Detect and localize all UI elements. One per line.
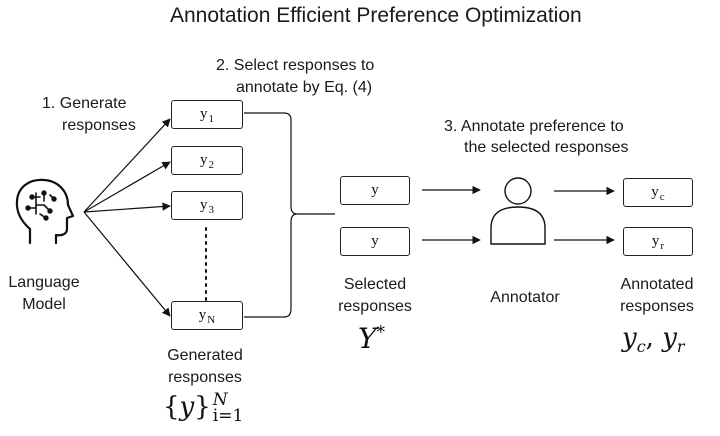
annotated-label-line2: responses [620,298,694,315]
model-label-line1: Language [8,274,80,291]
response-var: y [200,152,208,168]
model-label-line2: Model [22,296,66,313]
math-sup: N [212,390,228,410]
response-var: y [200,106,208,122]
response-var: y [200,197,208,213]
response-var: y [651,233,660,249]
step-3-label-line2: the selected responses [464,139,629,156]
math-sub: c [636,337,646,357]
math-sup: * [376,322,385,343]
selected-label-line2: responses [338,298,412,315]
math-brace: { [163,392,180,422]
response-var: y [198,307,207,323]
brain-head-icon [15,178,75,245]
selection-bracket [244,112,298,318]
generate-arrows [83,118,171,317]
diagram-title: Annotation Efficient Preference Optimiza… [170,4,582,27]
math-var: y [662,323,677,353]
step-1-label-line1: 1. Generate [42,95,127,112]
generated-label-line1: Generated [167,347,243,364]
arrow-to-y1 [83,118,171,213]
response-index: c [659,190,665,203]
response-index: 2 [208,158,215,171]
arrow-to-y2 [83,161,171,213]
response-index: N [207,313,216,326]
annotated-label-line1: Annotated [620,276,694,293]
step-2-label-line2: annotate by Eq. (4) [236,79,373,96]
math-brace: } [194,392,211,422]
response-var: y [651,184,659,200]
arrow-to-y3 [83,202,171,213]
response-index: 3 [208,203,215,216]
selected-set-notation: Y* [358,322,385,355]
annotated-pair-notation: yc, yr [622,323,685,356]
math-var: y [179,392,195,422]
arrow-to-yN [83,211,171,317]
generated-label-line2: responses [168,369,242,386]
math-sub: i=1 [212,406,244,426]
selected-label-line1: Selected [343,276,407,293]
math-var: Y [358,322,377,355]
selected-response-box: y [340,176,410,205]
step-2-label-line1: 2. Select responses to [216,57,375,74]
selected-response-box: y [340,227,410,256]
step-1-label-line2: responses [62,117,136,134]
step-3-label-line1: 3. Annotate preference to [444,118,624,135]
math-var: y [622,323,637,353]
math-sub: r [676,337,685,357]
annotator-label: Annotator [490,289,560,306]
math-sep: , [645,323,663,353]
response-index: r [660,239,665,252]
response-index: 1 [208,112,215,125]
annotator-person-icon [490,177,546,245]
